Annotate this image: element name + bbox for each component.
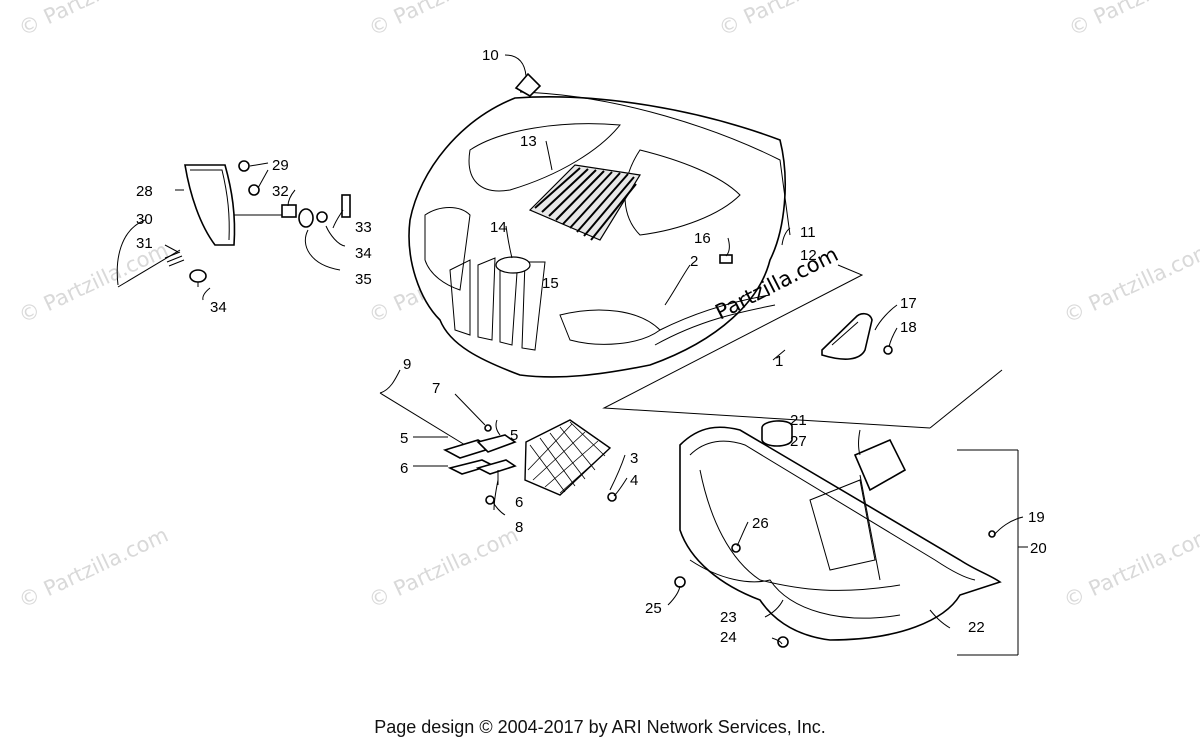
callout-21: 21 — [790, 412, 807, 429]
callout-29: 29 — [272, 157, 289, 174]
hood-vent-stripes — [528, 164, 641, 241]
copyright-footer: Page design © 2004-2017 by ARI Network S… — [374, 717, 826, 737]
callout-6: 6 — [515, 494, 523, 511]
callout-24: 24 — [720, 629, 737, 646]
callout-26: 26 — [752, 515, 769, 532]
callout-2: 2 — [690, 253, 698, 270]
callout-17: 17 — [900, 295, 917, 312]
callout-8: 8 — [515, 519, 523, 536]
callout-22: 22 — [968, 619, 985, 636]
callout-7: 7 — [432, 380, 440, 397]
callout-31: 31 — [136, 235, 153, 252]
callout-9: 9 — [403, 356, 411, 373]
callout-19: 19 — [1028, 509, 1045, 526]
hood-assembly — [408, 72, 1003, 429]
callout-28: 28 — [136, 183, 153, 200]
callout-35: 35 — [355, 271, 372, 288]
side-bracket — [821, 312, 893, 360]
hood-emblem — [495, 256, 531, 274]
callout-11: 11 — [800, 224, 816, 241]
callout-5: 5 — [400, 430, 408, 447]
callout-4: 4 — [630, 472, 638, 489]
callout-25: 25 — [645, 600, 662, 617]
callout-27: 27 — [790, 433, 807, 450]
lower-hood-parts — [379, 392, 617, 505]
callout-6: 6 — [400, 460, 408, 477]
callout-5: 5 — [510, 427, 518, 444]
callout-34: 34 — [355, 245, 372, 262]
headlight-assembly — [117, 160, 351, 288]
callout-1: 1 — [775, 353, 783, 370]
callout-20: 20 — [1030, 540, 1047, 557]
callout-13: 13 — [520, 133, 537, 150]
callout-16: 16 — [694, 230, 711, 247]
callout-10: 10 — [482, 47, 499, 64]
callout-18: 18 — [900, 319, 917, 336]
callout-34: 34 — [210, 299, 227, 316]
callout-14: 14 — [490, 219, 507, 236]
grille-mesh — [524, 419, 612, 496]
callout-30: 30 — [136, 211, 153, 228]
callout-12: 12 — [800, 247, 817, 264]
callout-33: 33 — [355, 219, 372, 236]
callout-labels: 1 2 3 4 5 5 6 6 7 8 9 10 11 12 13 14 15 … — [136, 47, 1047, 646]
callout-23: 23 — [720, 609, 737, 626]
callout-3: 3 — [630, 450, 638, 467]
callout-15: 15 — [542, 275, 559, 292]
storage-bin — [674, 420, 1002, 648]
callout-32: 32 — [272, 183, 289, 200]
leader-lines — [116, 54, 1028, 656]
